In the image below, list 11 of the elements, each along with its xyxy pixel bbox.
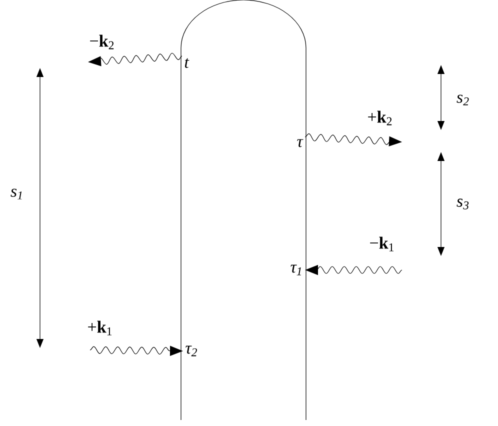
edge-label: −k$_{2}$ (88, 34, 116, 50)
edge-label: +k$_{2}$ (366, 110, 394, 126)
vertex-label: t (184, 58, 190, 68)
vertex-label: τ$_{2}$ (186, 346, 197, 356)
dimension-label: s$_{2}$ (456, 94, 469, 106)
dimension-label: s$_{1}$ (10, 188, 22, 200)
vertex-label: τ$_{1}$ (290, 264, 302, 276)
vertex-label: τ (297, 139, 304, 148)
dimension-label: s$_{3}$ (456, 198, 469, 210)
edge-label: −k$_{1}$ (368, 236, 396, 252)
edge-label: +k$_{1}$ (86, 320, 114, 336)
